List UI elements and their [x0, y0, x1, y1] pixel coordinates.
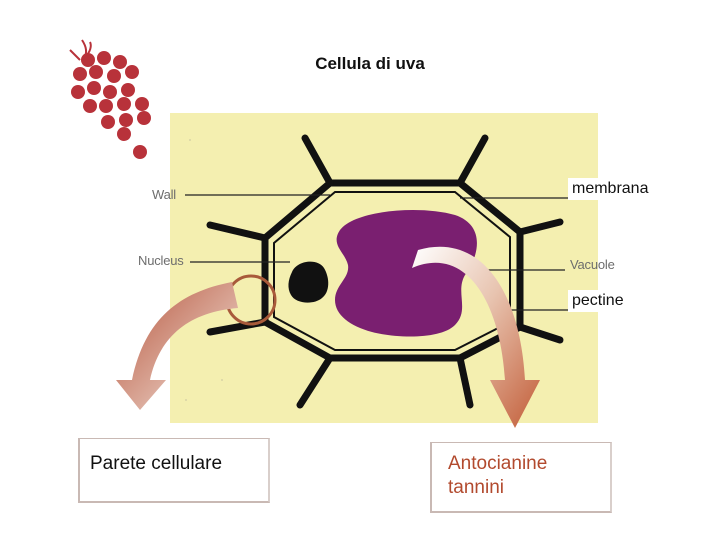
pectin-label: pectine	[568, 290, 628, 312]
grape-berry	[137, 111, 151, 125]
anthocyanins-text: Antocianine	[448, 453, 548, 474]
grape-berry	[89, 65, 103, 79]
grape-berry	[125, 65, 139, 79]
cell-wall-callout: Parete cellulare	[78, 438, 270, 503]
grape-berry	[119, 113, 133, 127]
grape-berry	[97, 51, 111, 65]
diagram-title: Cellula di uva	[315, 54, 425, 73]
grape-berry	[117, 97, 131, 111]
grape-berry	[107, 69, 121, 83]
grape-berry	[135, 97, 149, 111]
grape-cluster-icon	[69, 39, 151, 159]
cell-membrane	[273, 191, 511, 351]
nucleus	[288, 261, 329, 303]
grape-berry	[117, 127, 131, 141]
vacuole	[335, 210, 477, 337]
grape-berry	[121, 83, 135, 97]
arrow-to-anthocyanins	[412, 246, 540, 428]
grape-berry	[113, 55, 127, 69]
anthocyanins-callout: Antocianine tannini	[430, 442, 612, 513]
grape-berry	[83, 99, 97, 113]
grape-berry	[73, 67, 87, 81]
background-specks	[185, 139, 223, 401]
vacuole-label: Vacuole	[570, 257, 615, 272]
leader-lines	[185, 194, 570, 311]
grape-berry	[99, 99, 113, 113]
grape-berry	[101, 115, 115, 129]
arrow-to-cell-wall	[116, 282, 238, 410]
grape-berry	[87, 81, 101, 95]
grape-berry	[133, 145, 147, 159]
grape-berry	[81, 53, 95, 67]
wall-label: Wall	[152, 187, 176, 202]
membrane-label: membrana	[568, 178, 653, 200]
grape-berry	[71, 85, 85, 99]
nucleus-label: Nucleus	[138, 253, 184, 268]
tannins-text: tannini	[448, 477, 504, 498]
cell-wall-callout-text: Parete cellulare	[90, 453, 223, 474]
grape-berry	[103, 85, 117, 99]
